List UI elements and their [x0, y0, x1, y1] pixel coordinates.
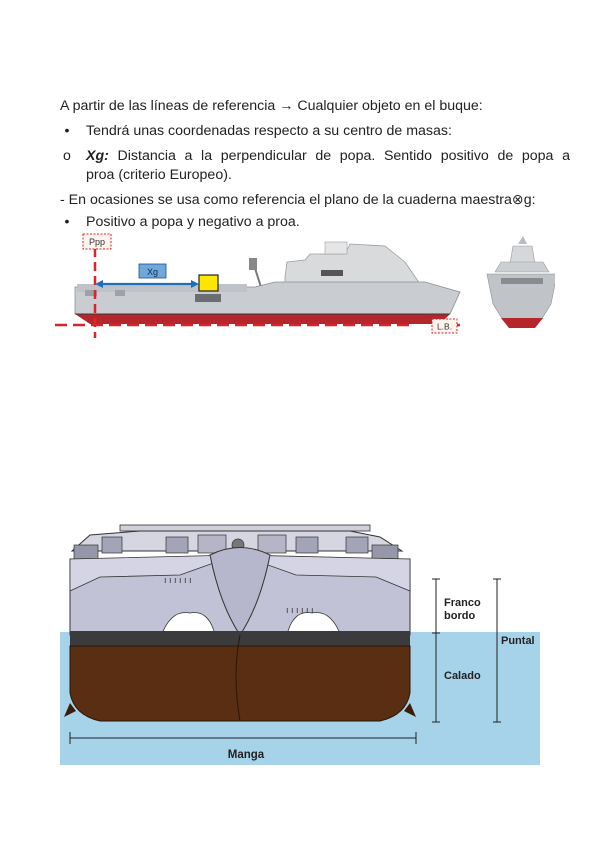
ship-profile-figure: Ppp Xg L.B. [55, 232, 558, 347]
sub-bullet-marker: o [63, 148, 71, 164]
ppp-label-box [82, 233, 112, 250]
alt-text: - En ocasiones se usa como referencia el… [60, 192, 512, 208]
boot-top-band [70, 631, 410, 646]
hull-draft [69, 645, 411, 722]
bullet-dot: • [64, 123, 70, 139]
bullet-1-text: Tendrá unas coordenadas respecto a su ce… [86, 123, 452, 139]
xg-arrow-head-right [191, 280, 199, 288]
ship-superstructure [70, 524, 404, 560]
franco-label-line1: Franco [444, 597, 481, 609]
bullet-2-text: Positivo a popa y negativo a proa. [86, 214, 300, 230]
midship-section-figure: ı ı ı ı ı ı ı ı ı ı ı ı Manga Franco bor… [60, 515, 545, 772]
alt-suffix: g: [523, 192, 536, 208]
manga-label: Manga [228, 749, 265, 761]
bullet-dot-2: • [64, 214, 70, 230]
puntal-label: Puntal [501, 635, 535, 647]
ppp-label: Ppp [89, 237, 105, 247]
ship-bow-view [486, 236, 558, 328]
xg-line-1: Xg: Distancia a la perpendicular de popa… [86, 147, 570, 166]
midship-section-svg: ı ı ı ı ı ı ı ı ı ı ı ı Manga Franco bor… [60, 524, 540, 765]
intro-line: A partir de las líneas de referencia → C… [60, 98, 483, 114]
xg-definition-2: proa (criterio Europeo). [86, 167, 232, 183]
vent-marks-right: ı ı ı ı ı ı [286, 605, 314, 615]
lb-label-box [431, 318, 458, 334]
alt-reference-line: - En ocasiones se usa como referencia el… [60, 191, 536, 210]
xg-label-box [138, 263, 167, 279]
xg-label: Xg [147, 267, 158, 277]
franco-label-line2: bordo [444, 610, 475, 622]
vent-marks-left: ı ı ı ı ı ı [164, 575, 192, 585]
xg-term: Xg: [86, 148, 109, 164]
center-of-gravity-box [198, 274, 219, 292]
midship-symbol: ⊗ [511, 192, 524, 208]
xg-arrow-head-left [95, 280, 103, 288]
xg-definition-1: Distancia a la perpendicular de popa. Se… [117, 148, 570, 164]
ship-profile-svg: Ppp Xg L.B. [55, 233, 558, 338]
ship-side-view [74, 241, 461, 324]
lb-label: L.B. [437, 322, 452, 332]
calado-label: Calado [444, 670, 481, 682]
